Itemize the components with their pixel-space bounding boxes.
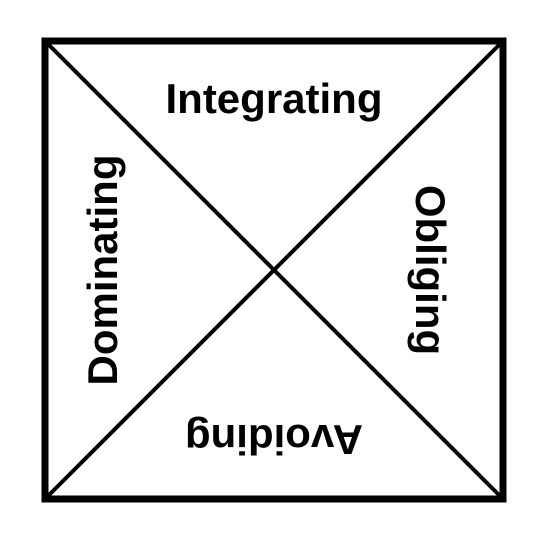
outer-square bbox=[41, 37, 507, 503]
label-avoiding: Avoiding bbox=[185, 416, 363, 463]
label-obliging: Obliging bbox=[407, 185, 454, 355]
diagonal-top-right-to-bottom-left bbox=[43, 39, 505, 501]
label-integrating: Integrating bbox=[166, 75, 383, 122]
label-dominating: Dominating bbox=[79, 155, 126, 386]
